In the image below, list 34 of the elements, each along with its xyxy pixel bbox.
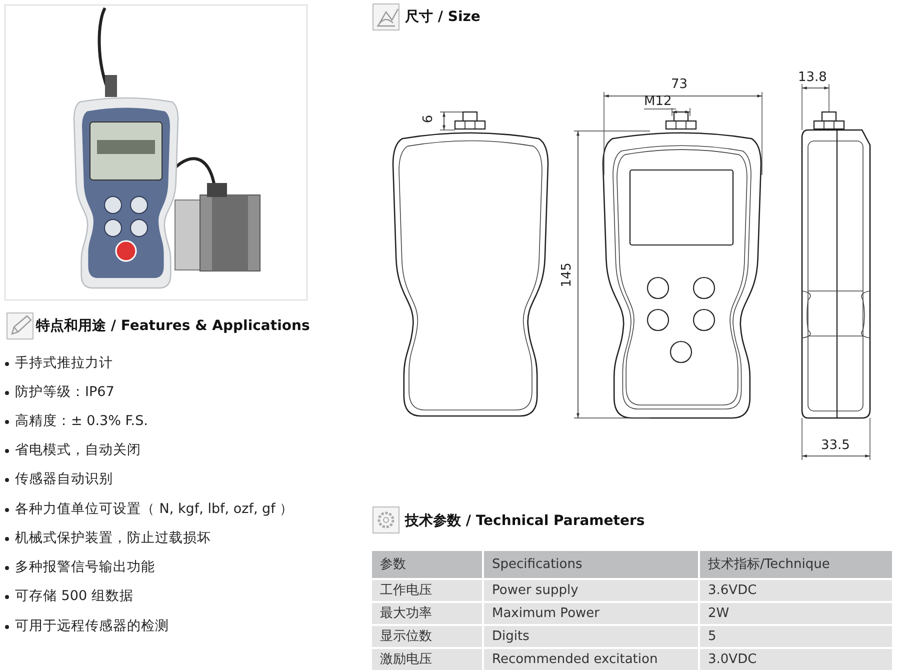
feature-item: 省电模式，自动关闭 — [5, 441, 141, 459]
section-heading: 特点和用途 / Features & Applications — [36, 317, 310, 335]
dimension-label: 73 — [671, 78, 688, 92]
table-header-cell: 技术指标/Technique — [700, 551, 892, 578]
section-heading: 技术参数 / Technical Parameters — [405, 512, 645, 530]
feature-item: 各种力值单位可设置（ N, kgf, lbf, ozf, gf ） — [5, 500, 294, 518]
table-cell: Digits — [484, 626, 698, 647]
feature-item: 可存储 500 组数据 — [5, 587, 134, 605]
section-heading: 尺寸 / Size — [405, 8, 480, 26]
table-cell: 激励电压 — [372, 649, 482, 670]
dimension-label: 145 — [560, 262, 574, 288]
feature-item: 可用于远程传感器的检测 — [5, 617, 169, 635]
table-cell: 最大功率 — [372, 603, 482, 624]
feature-item: 机械式保护装置，防止过载损坏 — [5, 529, 211, 547]
table-header-cell: 参数 — [372, 551, 482, 578]
table-cell: Maximum Power — [484, 603, 698, 624]
table-header-cell: Specifications — [484, 551, 698, 578]
feature-item: 高精度：± 0.3% F.S. — [5, 412, 148, 430]
feature-item: 手持式推拉力计 — [5, 354, 113, 372]
feature-item: 传感器自动识别 — [5, 470, 113, 488]
table-cell: 3.0VDC — [700, 649, 892, 670]
table-cell: Recommended excitation — [484, 649, 698, 670]
table-cell: 5 — [700, 626, 892, 647]
feature-item: 多种报警信号输出功能 — [5, 558, 155, 576]
dimension-label: 13.8 — [798, 71, 827, 85]
table-cell: 3.6VDC — [700, 580, 892, 601]
dimension-label: 6 — [422, 114, 436, 124]
dimension-label: M12 — [644, 95, 672, 109]
table-cell: 2W — [700, 603, 892, 624]
table-cell: 显示位数 — [372, 626, 482, 647]
table-cell: Power supply — [484, 580, 698, 601]
feature-item: 防护等级：IP67 — [5, 383, 114, 401]
dimension-label: 33.5 — [821, 439, 850, 453]
table-cell: 工作电压 — [372, 580, 482, 601]
